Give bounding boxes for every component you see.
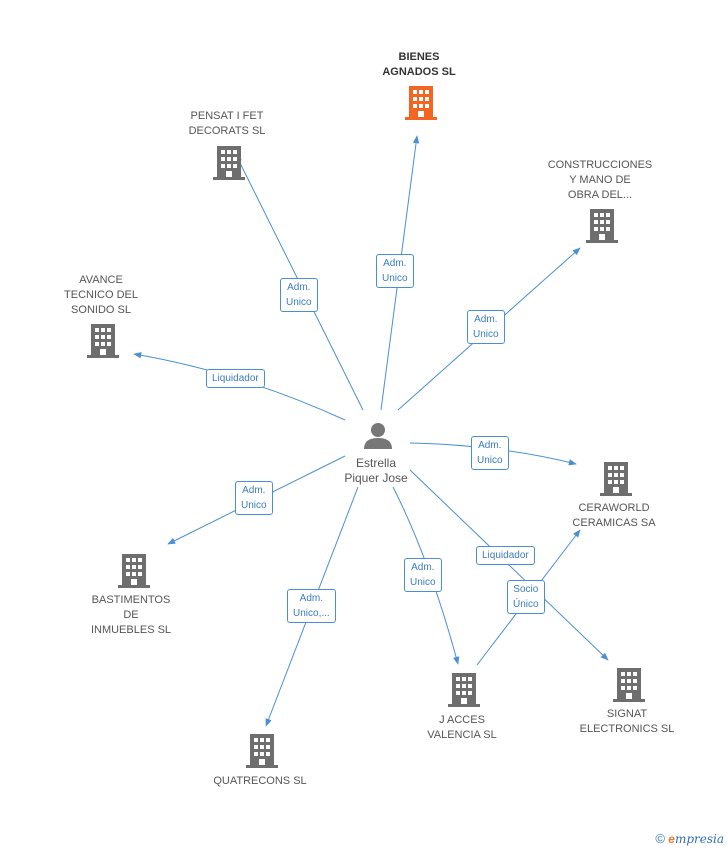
company-label-line: CONSTRUCCIONES <box>547 159 653 171</box>
company-label-bastimentos[interactable]: BASTIMENTOS DE INMUEBLES SL <box>56 593 206 638</box>
building-icon-signat[interactable] <box>613 668 645 702</box>
relation-label-ceraworld[interactable]: Adm. Unico <box>471 436 509 470</box>
relation-label-line: Adm. <box>242 485 266 496</box>
relation-label-bastimentos[interactable]: Adm. Unico <box>235 481 273 515</box>
company-label-line: ELECTRONICS SL <box>579 723 675 735</box>
company-label-line: J ACCES <box>439 714 485 726</box>
relation-label-pensat[interactable]: Adm. Unico <box>280 278 318 312</box>
company-label-line: AVANCE <box>79 274 123 286</box>
copyright-symbol: © <box>655 831 665 846</box>
relation-label-quatrecons[interactable]: Adm. Unico,... <box>287 589 336 623</box>
company-label-line: BIENES <box>398 51 440 63</box>
company-label-quatrecons[interactable]: QUATRECONS SL <box>185 774 335 789</box>
company-label-line: SIGNAT <box>606 708 648 720</box>
relation-label-line: Adm. <box>299 593 324 604</box>
relation-label-line: Unico <box>473 329 499 340</box>
company-label-line: QUATRECONS SL <box>213 775 307 787</box>
building-icon-quatrecons[interactable] <box>246 734 278 768</box>
building-icon-avance[interactable] <box>87 324 119 358</box>
company-label-bienes[interactable]: BIENES AGNADOS SL <box>344 50 494 80</box>
relation-label-line: Socio <box>513 584 539 595</box>
company-label-line: DE <box>123 609 139 621</box>
relation-label-line: Único <box>513 599 539 610</box>
person-name-line2: Piquer Jose <box>344 471 408 485</box>
company-label-line: Y MANO DE <box>569 174 631 186</box>
company-label-avance[interactable]: AVANCE TECNICO DEL SONIDO SL <box>26 273 176 318</box>
building-icon-pensat[interactable] <box>213 146 245 180</box>
relation-label-construcciones[interactable]: Adm. Unico <box>467 310 505 344</box>
company-label-line: VALENCIA SL <box>427 729 497 741</box>
empresia-watermark: © empresia <box>655 831 724 846</box>
building-icon-bastimentos[interactable] <box>118 554 150 588</box>
company-label-line: DECORATS SL <box>188 125 266 137</box>
company-label-line: OBRA DEL... <box>567 189 633 201</box>
relation-label-jacces-ceraworld[interactable]: Socio Único <box>507 580 545 614</box>
company-label-construcciones[interactable]: CONSTRUCCIONES Y MANO DE OBRA DEL... <box>525 158 675 203</box>
company-label-line: PENSAT I FET <box>190 110 264 122</box>
relation-label-line: Unico <box>241 500 267 511</box>
building-icon-jacces[interactable] <box>448 673 480 707</box>
company-label-line: SONIDO SL <box>71 304 131 316</box>
company-label-line: INMUEBLES SL <box>90 624 172 636</box>
building-icon-bienes[interactable] <box>405 86 437 120</box>
relation-label-line: Unico,... <box>293 608 330 619</box>
edge-signat <box>409 469 609 661</box>
company-label-ceraworld[interactable]: CERAWORLD CERAMICAS SA <box>539 501 689 531</box>
person-icon[interactable] <box>364 423 392 449</box>
relation-label-line: Adm. <box>383 258 407 269</box>
relation-label-line: Adm. <box>287 282 311 293</box>
company-label-signat[interactable]: SIGNAT ELECTRONICS SL <box>552 707 702 737</box>
person-name-line1: Estrella <box>355 456 396 470</box>
company-label-line: CERAWORLD <box>578 502 650 514</box>
relation-label-line: Unico <box>477 455 503 466</box>
relation-label-line: Adm. <box>411 562 435 573</box>
relation-label-line: Liquidador <box>212 373 259 384</box>
relation-label-signat[interactable]: Liquidador <box>476 546 535 565</box>
relation-label-line: Unico <box>382 273 408 284</box>
brand-logo-text: mpresia <box>674 832 724 846</box>
relation-label-line: Liquidador <box>482 550 529 561</box>
relation-label-avance[interactable]: Liquidador <box>206 369 265 388</box>
building-icon-ceraworld[interactable] <box>600 462 632 496</box>
company-label-jacces[interactable]: J ACCES VALENCIA SL <box>387 713 537 743</box>
company-label-line: BASTIMENTOS <box>91 594 171 606</box>
person-name[interactable]: Estrella Piquer Jose <box>301 456 451 486</box>
building-icon-construcciones[interactable] <box>586 209 618 243</box>
company-label-line: CERAMICAS SA <box>572 517 656 529</box>
relation-label-line: Adm. <box>478 440 502 451</box>
relation-label-line: Unico <box>286 297 312 308</box>
brand-logo-e: e <box>668 832 675 846</box>
relation-label-line: Unico <box>410 577 436 588</box>
relation-label-line: Adm. <box>474 314 498 325</box>
relation-label-jacces[interactable]: Adm. Unico <box>404 558 442 592</box>
company-label-line: AGNADOS SL <box>382 66 456 78</box>
company-label-pensat[interactable]: PENSAT I FET DECORATS SL <box>152 109 302 139</box>
company-label-line: TECNICO DEL <box>64 289 138 301</box>
relation-label-bienes[interactable]: Adm. Unico <box>376 254 414 288</box>
